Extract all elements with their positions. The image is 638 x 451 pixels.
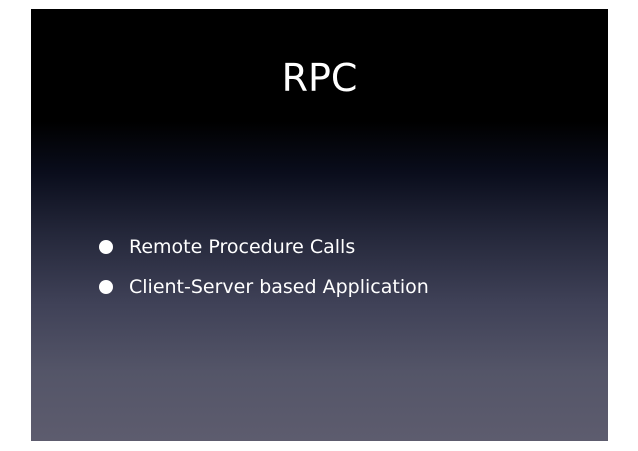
slide-title: RPC xyxy=(281,56,358,100)
bullet-dot-icon xyxy=(99,280,113,294)
slide: RPC Remote Procedure Calls Client-Server… xyxy=(31,9,608,441)
bullet-text: Client-Server based Application xyxy=(129,276,429,298)
bullet-dot-icon xyxy=(99,240,113,254)
bullet-text: Remote Procedure Calls xyxy=(129,236,356,258)
